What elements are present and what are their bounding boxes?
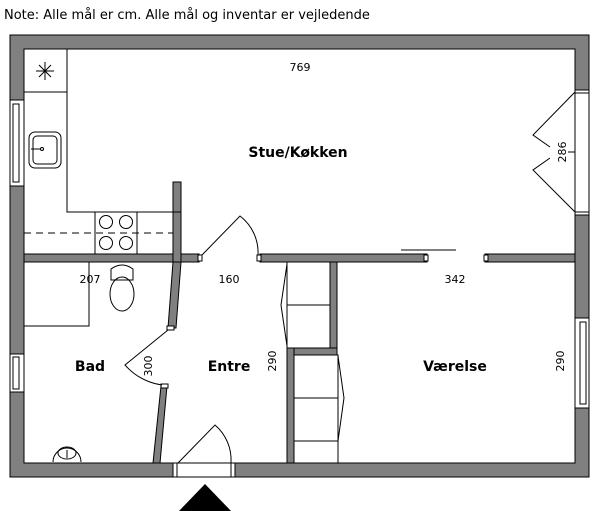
fridge-star-icon — [36, 62, 54, 80]
wardrobe — [293, 354, 339, 464]
room-label-stue: Stue/Køkken — [248, 145, 347, 161]
room-label-vaerelse: Værelse — [423, 359, 487, 375]
toilet-icon — [109, 264, 135, 312]
door-swing-bath — [124, 329, 169, 386]
outer-walls — [9, 34, 590, 478]
wall — [329, 261, 338, 356]
kitchen-sink-icon — [28, 131, 62, 169]
door-jamb — [197, 254, 203, 262]
wall — [172, 181, 182, 263]
door-jamb — [423, 254, 429, 262]
door-swing-kitchen — [201, 215, 259, 256]
entrance-arrow-icon — [179, 484, 231, 511]
dim-entre-depth: 290 — [266, 351, 279, 372]
shower-area — [24, 262, 90, 327]
dim-stue-depth: 286 — [556, 142, 569, 163]
window-bedroom — [574, 317, 590, 409]
dim-vaerelse-width: 342 — [445, 273, 466, 286]
stove-icon — [94, 211, 138, 255]
dim-vaerelse-depth: 290 — [554, 351, 567, 372]
window-bath — [9, 353, 25, 393]
wall — [286, 347, 295, 464]
wall — [167, 261, 182, 329]
room-label-bad: Bad — [75, 359, 105, 375]
wall — [484, 253, 576, 263]
bath-sink-icon — [52, 446, 82, 463]
wall — [259, 253, 428, 263]
door-jamb — [160, 383, 169, 389]
door-jamb — [483, 254, 489, 262]
window-kitchen — [9, 99, 25, 187]
plan-note: Note: Alle mål er cm. Alle mål og invent… — [4, 8, 370, 23]
entrance-door — [172, 424, 236, 478]
dim-stue-width: 769 — [290, 61, 311, 74]
dim-bad-depth: 300 — [142, 356, 155, 377]
dim-entre-width: 160 — [219, 273, 240, 286]
door-jamb — [166, 325, 175, 331]
room-label-entre: Entre — [208, 359, 251, 375]
dim-bad-width: 207 — [80, 273, 101, 286]
balcony-door — [532, 89, 590, 216]
kitchen-counter — [24, 49, 181, 234]
door-jamb — [256, 254, 262, 262]
wall — [152, 385, 168, 464]
